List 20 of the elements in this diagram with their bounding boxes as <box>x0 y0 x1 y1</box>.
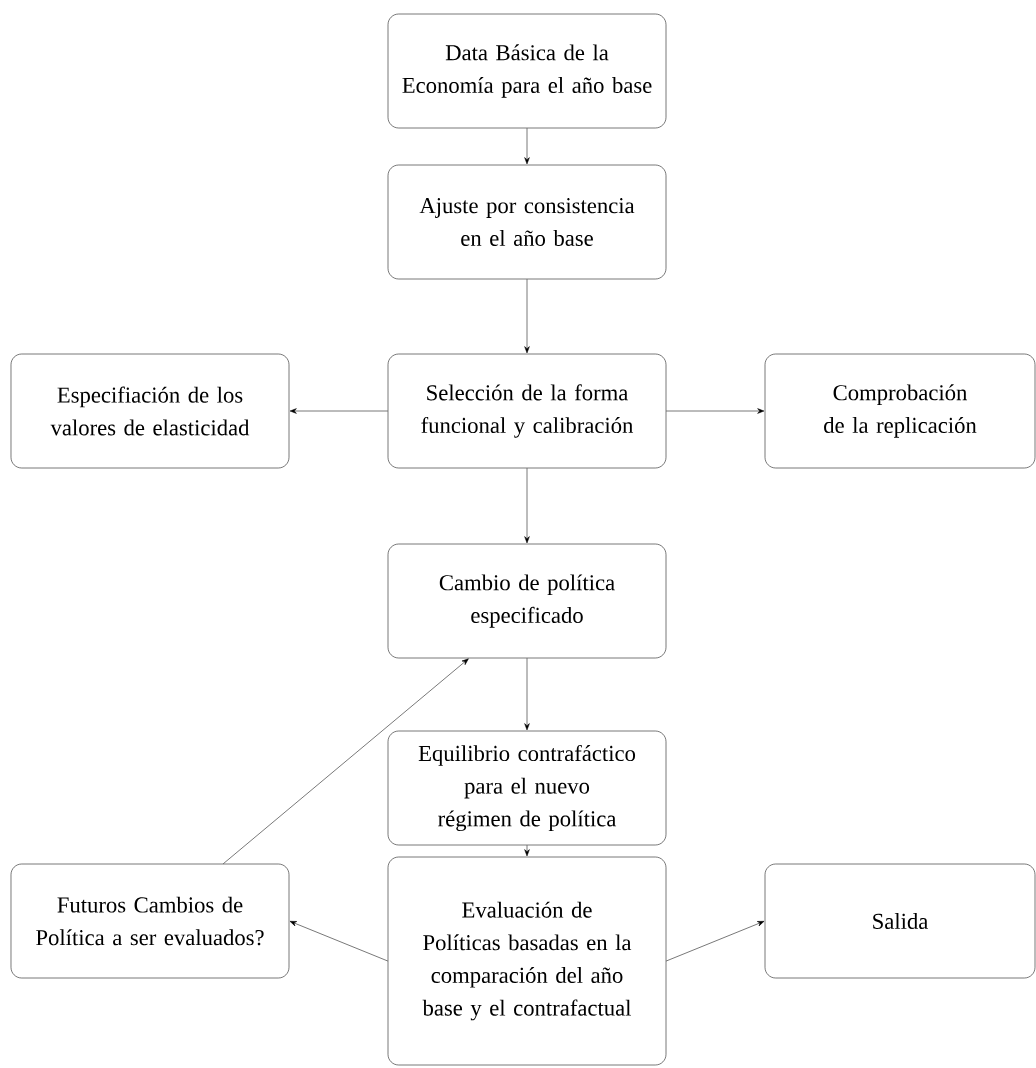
arrow <box>289 921 388 962</box>
arrow <box>666 408 765 414</box>
arrow <box>223 658 469 864</box>
process-box: Salida <box>764 863 1036 979</box>
arrow <box>666 921 765 962</box>
arrow <box>289 408 388 414</box>
arrow <box>524 468 530 544</box>
arrow <box>524 658 530 731</box>
arrow <box>524 128 530 165</box>
process-box: Ajuste por consistencia en el año base <box>387 164 667 280</box>
process-box: Cambio de política especificado <box>387 543 667 659</box>
arrow <box>524 845 530 857</box>
process-box: Evaluación de Políticas basadas en la comparación del año base y el contrafactual <box>387 856 667 1066</box>
process-box: Comprobación de la replicación <box>764 353 1036 469</box>
process-box: Data Básica de la Economía para el año base <box>387 13 667 129</box>
process-box: Especifiación de los valores de elasticidad <box>10 353 290 469</box>
arrow <box>524 279 530 354</box>
process-box: Equilibrio contrafáctico para el nuevo régimen de política <box>387 730 667 846</box>
process-box: Selección de la forma funcional y calibración <box>387 353 667 469</box>
process-box: Futuros Cambios de Política a ser evaluados? <box>10 863 290 979</box>
